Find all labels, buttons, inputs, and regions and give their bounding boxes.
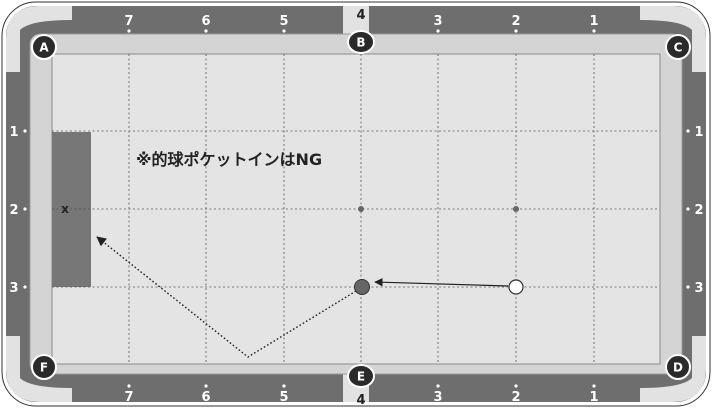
diamond-number: 7 (124, 390, 133, 405)
diamond-number: 3 (9, 281, 18, 296)
diamond-number: 5 (279, 14, 288, 29)
diamond-number: 5 (279, 390, 288, 405)
pocket-label: F (40, 361, 48, 375)
diamond-number: 6 (201, 14, 210, 29)
diamond-number: 3 (433, 14, 442, 29)
spot-dot (513, 206, 519, 212)
top-rail-markers: 7 6 5 4 3 2 1 (124, 8, 599, 33)
diamond-number: 1 (589, 390, 598, 405)
diamond-number: 4 (356, 8, 365, 23)
object-ball (354, 279, 370, 295)
bottom-rail-markers: 7 6 5 4 3 2 1 (124, 384, 599, 408)
diamond-number: 7 (124, 14, 133, 29)
diamond-number: 1 (589, 14, 598, 29)
pocket-label: B (356, 36, 365, 50)
pocket-label: C (674, 41, 683, 55)
diamond-number: 1 (694, 125, 703, 140)
rule-note: ※的球ポケットインはNG (136, 150, 322, 169)
play-surface (51, 53, 661, 365)
pocket-b: B (347, 30, 375, 54)
object-ball-path (96, 236, 357, 358)
pocket-e: E (347, 364, 375, 388)
diamond-number: 6 (201, 390, 210, 405)
left-rail-markers: 1 2 3 (9, 125, 27, 296)
diamond-number: 3 (433, 390, 442, 405)
pocket-label: E (357, 370, 365, 384)
target-zone (52, 132, 91, 287)
diamond-number: 2 (511, 390, 520, 405)
target-x-mark: x (61, 202, 69, 216)
cue-ball-path (374, 278, 509, 287)
pocket-label: D (673, 361, 683, 375)
pocket-f: F (31, 354, 57, 380)
diamond-number: 3 (694, 281, 703, 296)
diamond-number: 2 (694, 203, 703, 218)
diamond-number: 1 (9, 125, 18, 140)
right-rail-markers: 1 2 3 (686, 125, 704, 296)
cue-ball (508, 279, 524, 295)
pocket-c: C (665, 34, 691, 60)
diamond-number: 4 (356, 393, 365, 408)
pocket-a: A (31, 34, 57, 60)
pocket-d: D (665, 354, 691, 380)
diamond-number: 2 (511, 14, 520, 29)
pocket-label: A (39, 41, 49, 55)
diamond-number: 2 (9, 203, 18, 218)
spot-dot (358, 206, 364, 212)
